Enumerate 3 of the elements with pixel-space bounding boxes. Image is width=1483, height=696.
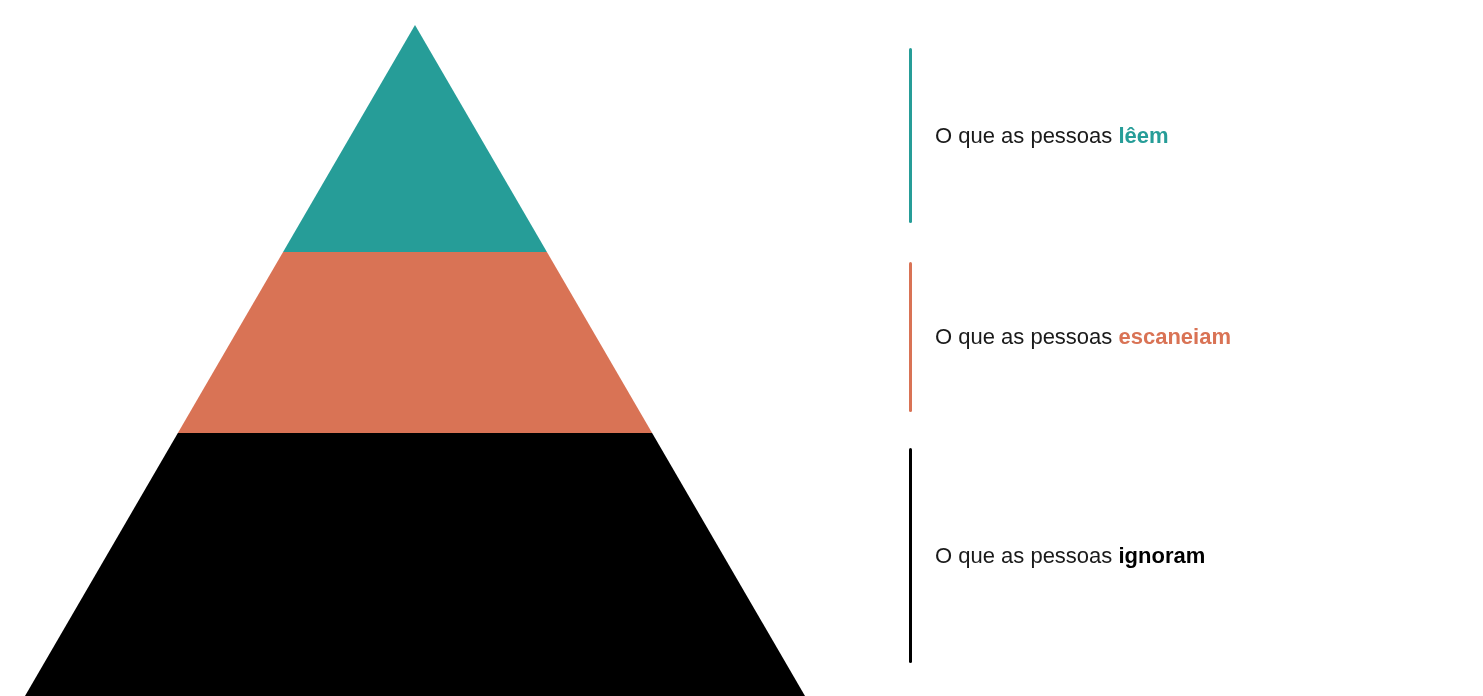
- legend-text: O que as pessoas lêem: [935, 121, 1169, 150]
- legend-text: O que as pessoas ignoram: [935, 541, 1206, 570]
- legend-text: O que as pessoas escaneiam: [935, 323, 1231, 351]
